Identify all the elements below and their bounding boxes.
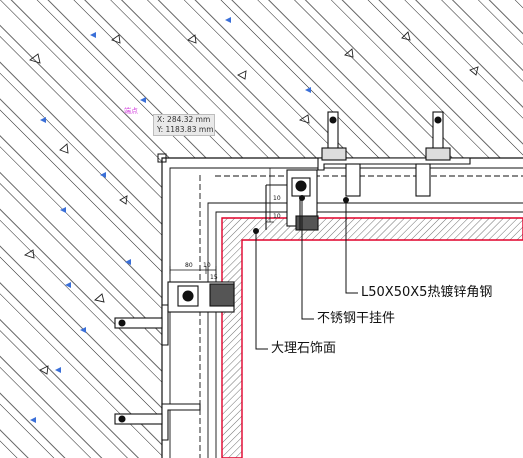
angle-steel-top <box>317 111 471 197</box>
coordinate-tooltip: X: 284.32 mm Y: 1183.83 mm <box>153 114 215 136</box>
coordinate-y-readout: Y: 1183.83 mm <box>157 125 214 134</box>
callout-stainless-hanger: 不锈钢干挂件 <box>317 311 396 326</box>
stainless-hanger-left <box>167 281 235 313</box>
aggregate-blue-marks <box>30 17 311 423</box>
cavity-lines <box>169 167 523 458</box>
callout-marble-facing: 大理石饰面 <box>271 341 337 356</box>
dimension-label-15: 15 <box>210 274 218 281</box>
snap-marker-label: 端点 <box>124 106 138 115</box>
dimension-marks <box>169 167 274 274</box>
callout-angle-steel: L50X50X5热镀锌角钢 <box>361 285 493 300</box>
dimension-label-10b: 10 <box>273 195 281 202</box>
marble-facing <box>221 217 523 458</box>
coordinate-x-readout: X: 284.32 mm <box>157 115 211 124</box>
snap-point-marker <box>157 153 167 163</box>
angle-steel-left <box>114 304 201 441</box>
dimension-label-80: 80 <box>185 262 193 269</box>
dimension-label-10: 10 <box>203 262 211 269</box>
leader-lines <box>253 195 358 350</box>
dimension-label-10c: 10 <box>273 213 281 220</box>
